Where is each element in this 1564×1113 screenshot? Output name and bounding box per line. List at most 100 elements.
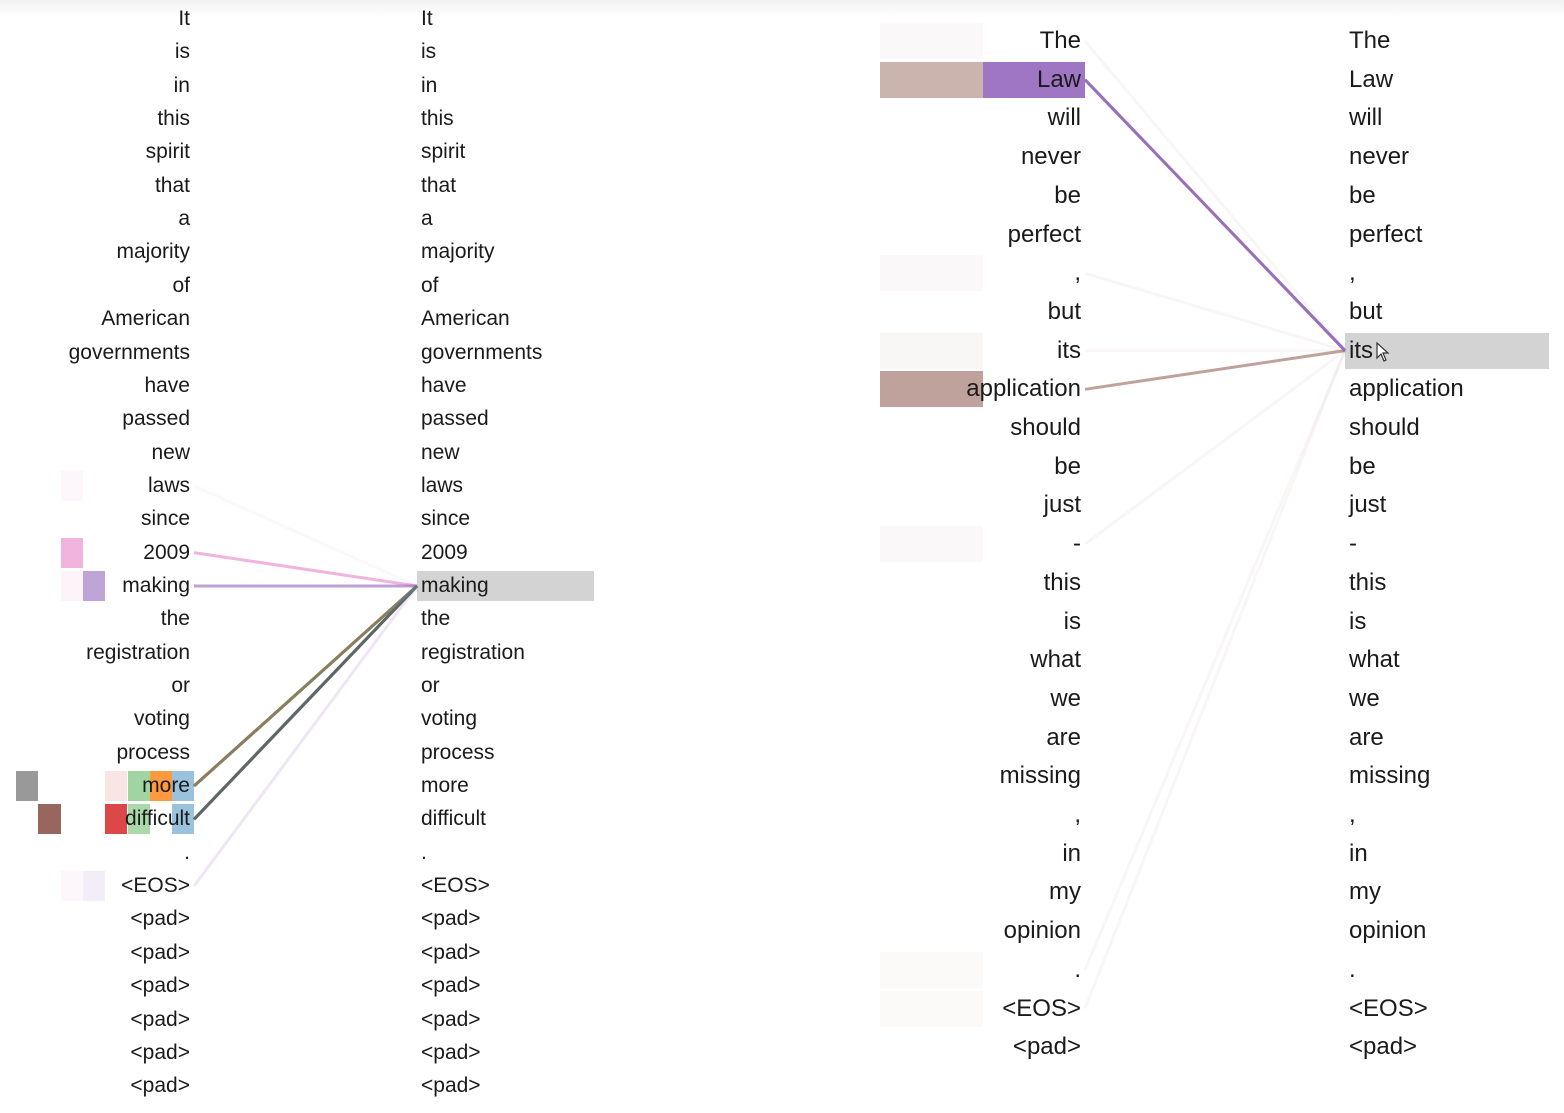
target-token[interactable]: voting — [421, 707, 478, 731]
target-token[interactable]: be — [1349, 181, 1376, 209]
source-token[interactable]: of — [172, 273, 190, 297]
target-token[interactable]: 2009 — [421, 540, 468, 564]
source-token[interactable]: process — [116, 740, 190, 764]
source-token[interactable]: have — [144, 373, 190, 397]
target-token[interactable]: <pad> — [421, 1007, 481, 1031]
target-token[interactable]: <pad> — [421, 1074, 481, 1098]
target-token[interactable]: process — [421, 740, 495, 764]
target-token[interactable]: never — [1349, 143, 1410, 171]
target-token[interactable]: the — [421, 607, 451, 631]
source-token[interactable]: governments — [68, 340, 190, 364]
source-token[interactable]: <EOS> — [121, 874, 190, 898]
target-token[interactable]: Law — [1349, 65, 1394, 93]
target-token[interactable]: new — [421, 440, 460, 464]
source-token[interactable]: <pad> — [130, 974, 190, 998]
source-token[interactable]: be — [1054, 181, 1081, 209]
target-token[interactable]: . — [1349, 955, 1356, 983]
target-token[interactable]: - — [1349, 530, 1357, 558]
source-token[interactable]: a — [178, 207, 190, 231]
source-token[interactable]: It — [178, 7, 190, 30]
source-token[interactable]: . — [184, 840, 190, 864]
target-token[interactable]: laws — [421, 473, 464, 497]
source-token[interactable]: missing — [999, 762, 1081, 790]
source-token[interactable]: my — [1049, 878, 1081, 906]
source-token[interactable]: will — [1047, 104, 1081, 132]
target-token[interactable]: my — [1349, 878, 1381, 906]
source-token[interactable]: perfect — [1007, 220, 1081, 248]
source-token[interactable]: majority — [116, 240, 190, 264]
source-token[interactable]: passed — [122, 407, 190, 431]
source-token[interactable]: new — [151, 440, 190, 464]
target-token[interactable]: It — [421, 7, 433, 30]
source-token[interactable]: , — [1074, 801, 1081, 828]
source-token[interactable]: <pad> — [130, 1040, 190, 1064]
source-token[interactable]: voting — [133, 707, 190, 731]
source-token[interactable]: this — [157, 107, 190, 131]
target-token[interactable]: what — [1349, 646, 1400, 674]
target-token[interactable]: registration — [421, 640, 525, 664]
source-token[interactable]: Law — [1036, 65, 1081, 93]
target-token[interactable]: passed — [421, 407, 489, 431]
source-token[interactable]: be — [1054, 452, 1081, 480]
source-token[interactable]: registration — [86, 640, 190, 664]
source-token[interactable]: application — [966, 375, 1081, 403]
source-token[interactable]: what — [1030, 646, 1081, 674]
target-token[interactable]: is — [1349, 607, 1367, 635]
target-token[interactable]: <pad> — [421, 974, 481, 998]
source-token[interactable]: difficult — [125, 807, 190, 831]
source-token[interactable]: is — [1063, 607, 1081, 635]
target-token[interactable]: a — [421, 207, 433, 231]
target-token[interactable]: should — [1349, 414, 1420, 441]
source-token[interactable]: American — [101, 307, 190, 331]
source-token[interactable]: just — [1043, 491, 1081, 519]
target-token[interactable]: . — [421, 840, 427, 864]
target-token[interactable]: this — [421, 107, 454, 131]
target-token[interactable]: application — [1349, 375, 1464, 403]
target-token[interactable]: American — [421, 307, 510, 331]
source-token[interactable]: this — [1043, 568, 1081, 596]
source-token[interactable]: should — [1010, 414, 1081, 441]
target-token[interactable]: but — [1349, 297, 1383, 325]
target-token[interactable]: are — [1349, 723, 1384, 751]
source-token[interactable]: its — [1057, 336, 1081, 364]
source-token[interactable]: , — [1074, 259, 1081, 287]
source-token[interactable]: 2009 — [143, 540, 190, 564]
target-token[interactable]: missing — [1349, 762, 1431, 790]
target-token[interactable]: just — [1349, 491, 1387, 519]
source-token[interactable]: . — [1074, 955, 1081, 983]
target-token[interactable]: opinion — [1349, 917, 1427, 945]
target-token[interactable]: will — [1349, 104, 1383, 132]
source-token[interactable]: that — [154, 173, 190, 197]
source-token[interactable]: is — [174, 40, 190, 64]
target-token[interactable]: making — [421, 573, 489, 597]
source-token[interactable]: are — [1046, 723, 1081, 751]
source-token[interactable]: or — [171, 674, 190, 697]
source-token[interactable]: <pad> — [130, 940, 190, 964]
target-token[interactable]: spirit — [421, 140, 466, 164]
target-token[interactable]: its — [1349, 336, 1373, 364]
target-token[interactable]: of — [421, 273, 439, 297]
target-token[interactable]: or — [421, 674, 440, 697]
source-token[interactable]: laws — [147, 473, 190, 497]
target-token[interactable]: this — [1349, 568, 1387, 596]
source-token[interactable]: The — [1039, 27, 1081, 54]
target-token[interactable]: governments — [421, 340, 543, 364]
target-token[interactable]: The — [1349, 27, 1391, 54]
source-token[interactable]: <pad> — [130, 907, 190, 931]
source-token[interactable]: - — [1073, 530, 1081, 558]
source-token[interactable]: more — [142, 774, 190, 798]
source-token[interactable]: spirit — [145, 140, 190, 164]
source-token[interactable]: <EOS> — [1002, 994, 1081, 1022]
source-token[interactable]: but — [1047, 297, 1081, 325]
target-token[interactable]: <EOS> — [421, 874, 490, 898]
target-token[interactable]: in — [421, 73, 438, 97]
target-token[interactable]: <EOS> — [1349, 994, 1428, 1022]
source-token[interactable]: <pad> — [1012, 1033, 1081, 1061]
target-token[interactable]: , — [1349, 801, 1356, 828]
target-token[interactable]: <pad> — [1349, 1033, 1418, 1061]
target-token[interactable]: have — [421, 373, 467, 397]
source-token[interactable]: the — [160, 607, 190, 631]
target-token[interactable]: difficult — [421, 807, 486, 831]
target-token[interactable]: be — [1349, 452, 1376, 480]
source-token[interactable]: in — [173, 73, 190, 97]
